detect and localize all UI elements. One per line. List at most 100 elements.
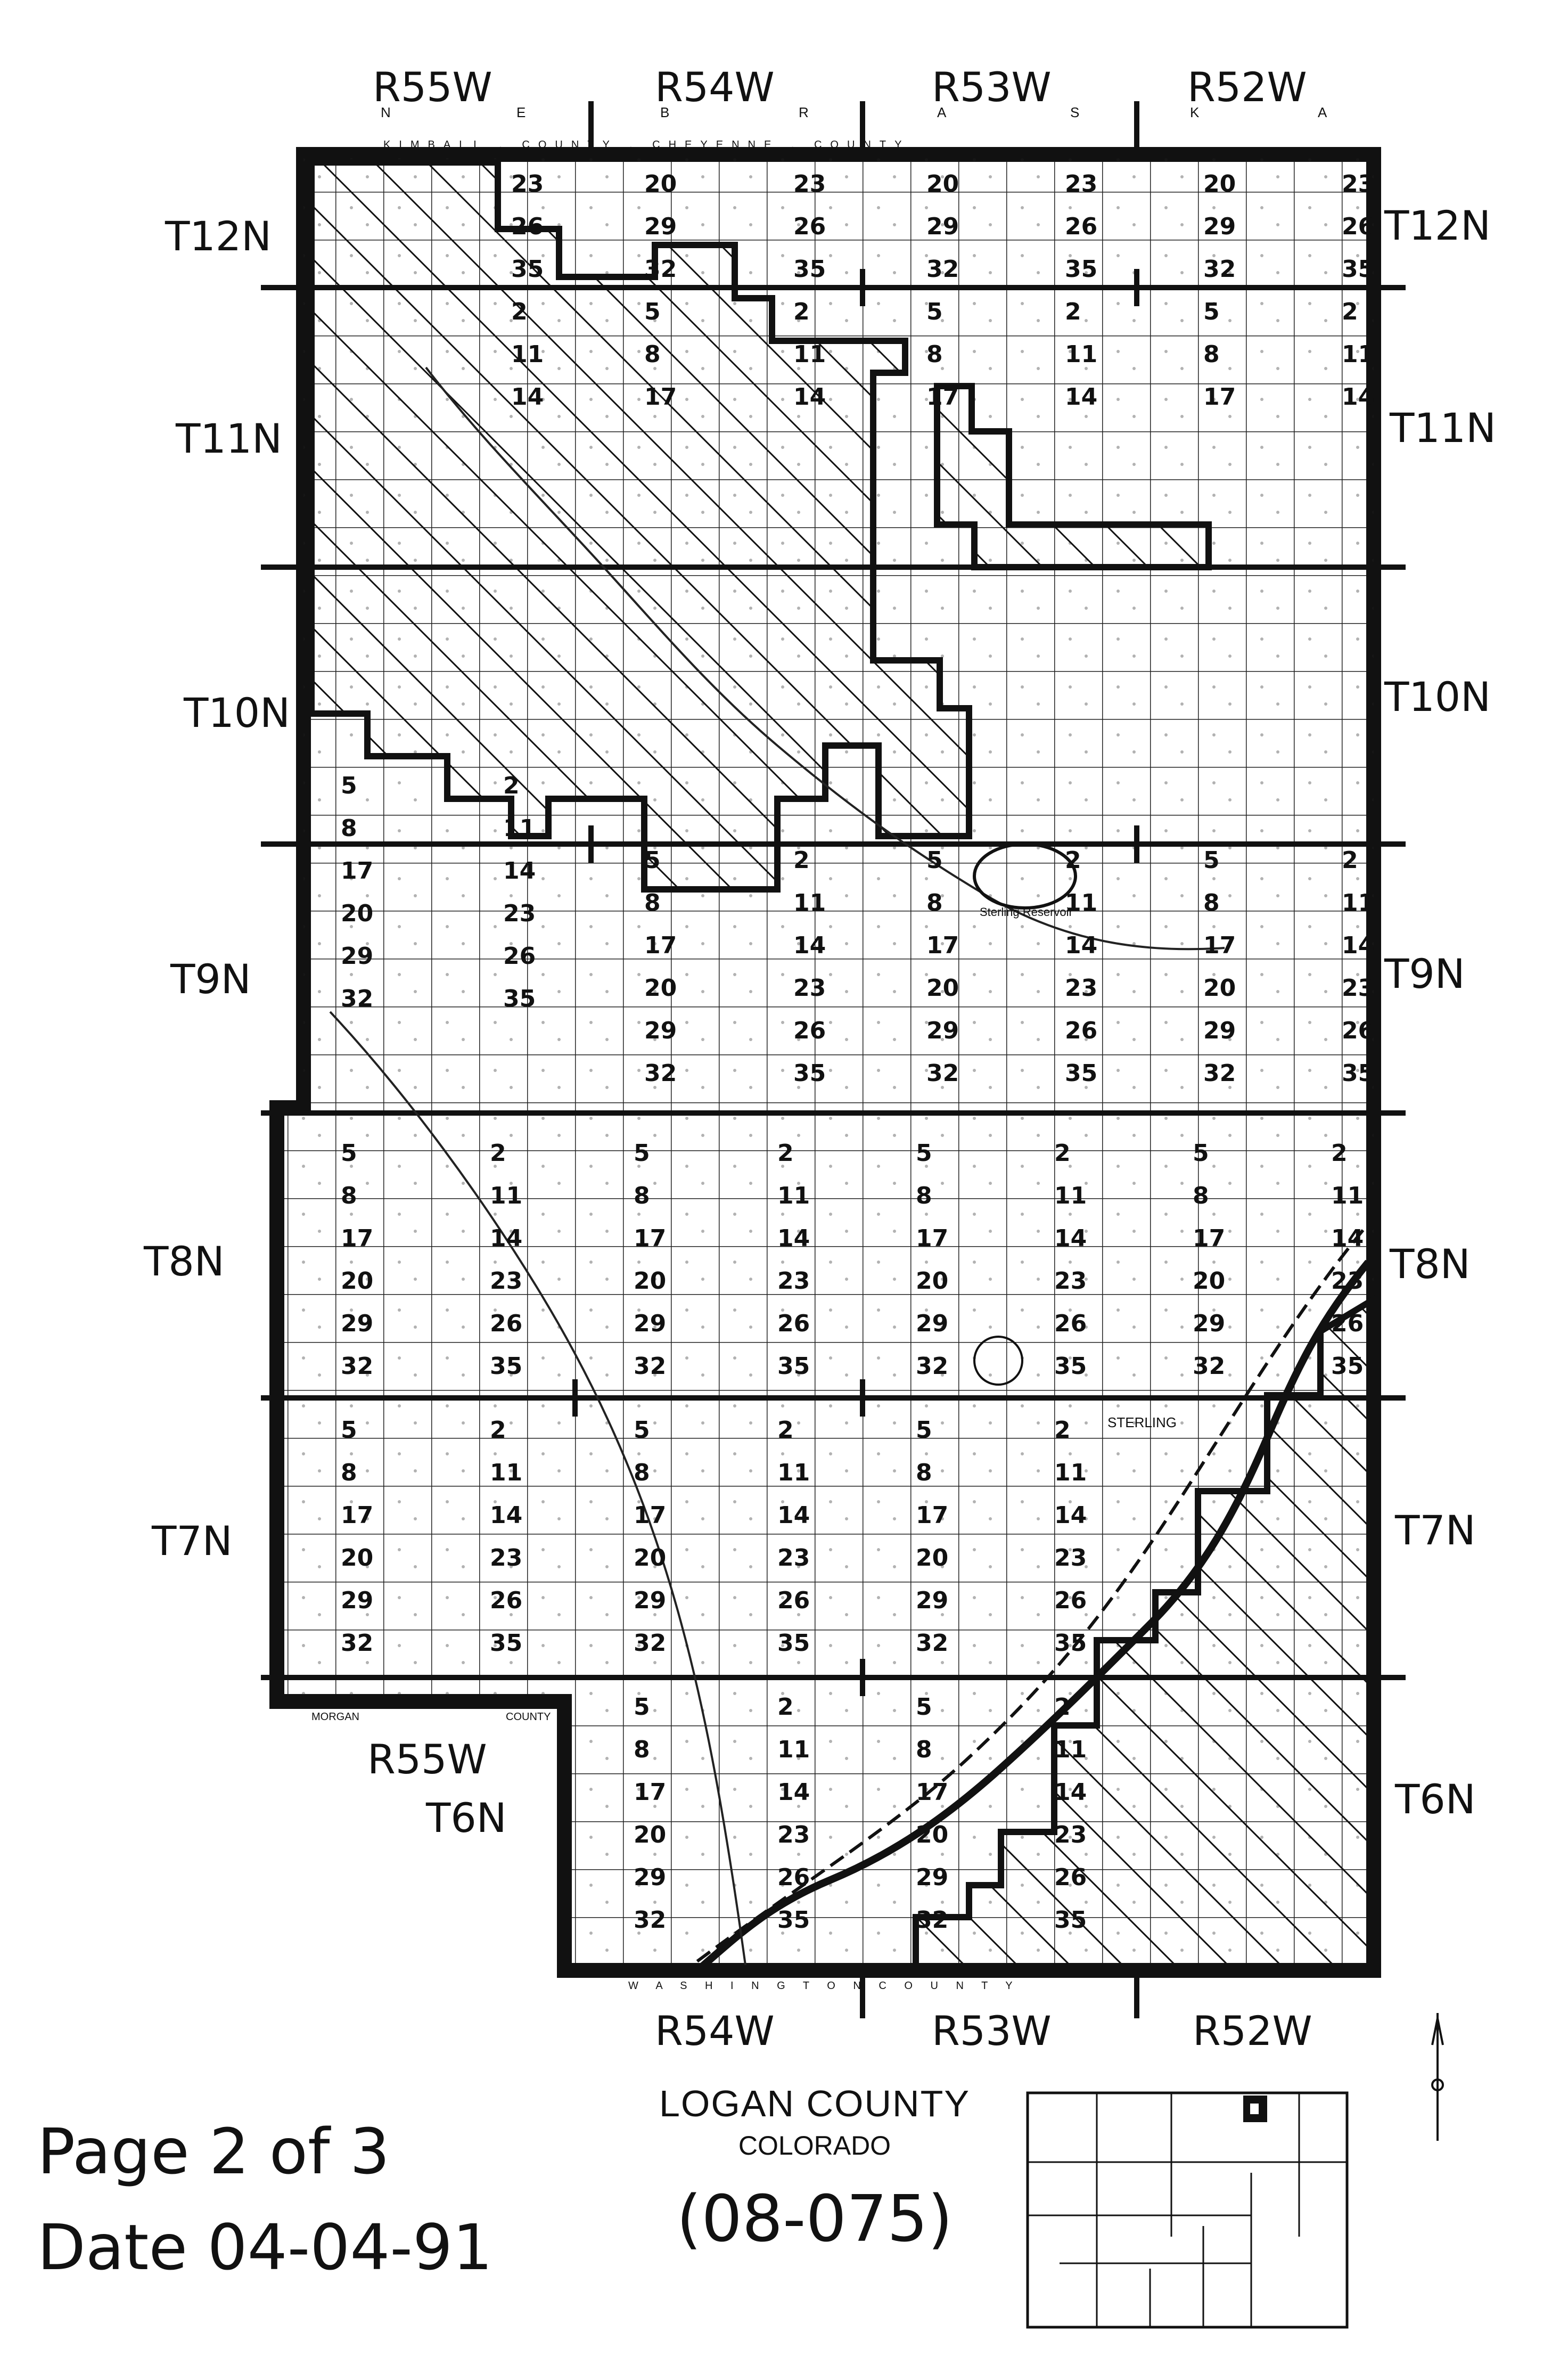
section-number: 8 xyxy=(634,1736,650,1763)
section-number: 29 xyxy=(1203,1017,1236,1044)
section-number: 14 xyxy=(490,1502,522,1529)
section-number: 2 xyxy=(490,1417,506,1444)
svg-text:R: R xyxy=(799,104,809,120)
svg-text:T11N: T11N xyxy=(175,415,282,462)
section-number: 8 xyxy=(634,1182,650,1209)
range-labels-top: R55W R54W R53W R52W xyxy=(373,63,1307,111)
section-number: 26 xyxy=(490,1587,522,1614)
svg-text:T7N: T7N xyxy=(1394,1507,1476,1554)
section-number: 11 xyxy=(1054,1182,1087,1209)
section-number: 23 xyxy=(511,170,544,198)
section-number: 20 xyxy=(634,1267,666,1295)
section-number: 32 xyxy=(341,1353,373,1380)
section-number: 2 xyxy=(793,298,810,325)
section-number: 23 xyxy=(1054,1821,1087,1848)
section-number: 29 xyxy=(644,213,677,240)
county-title-block: LOGAN COUNTY COLORADO (08-075) xyxy=(575,2082,1054,2256)
hatched-area-southeast xyxy=(913,1294,1377,1974)
section-number: 26 xyxy=(511,213,544,240)
section-number: 20 xyxy=(341,1544,373,1572)
section-number: 32 xyxy=(634,1906,666,1934)
svg-text:T9N: T9N xyxy=(1384,950,1465,997)
section-number: 35 xyxy=(777,1906,810,1934)
section-number: 8 xyxy=(341,1182,357,1209)
section-number: 5 xyxy=(916,1417,932,1444)
section-number: 26 xyxy=(1054,1587,1087,1614)
section-number: 23 xyxy=(1054,1544,1087,1572)
section-number: 14 xyxy=(1054,1779,1087,1806)
section-number: 5 xyxy=(926,847,943,874)
section-number: 17 xyxy=(916,1779,948,1806)
highway xyxy=(691,1229,1365,1967)
section-number: 26 xyxy=(777,1864,810,1891)
section-number: 2 xyxy=(777,1417,794,1444)
sterling-reservoir xyxy=(973,842,1077,910)
section-number: 23 xyxy=(490,1267,522,1295)
section-number: 11 xyxy=(793,889,826,916)
section-number: 5 xyxy=(341,1417,357,1444)
svg-text:R54W: R54W xyxy=(655,2007,775,2055)
section-number: 2 xyxy=(1342,298,1358,325)
section-number: 2 xyxy=(1342,847,1358,874)
section-number: 35 xyxy=(1054,1630,1087,1657)
section-number: 8 xyxy=(1193,1182,1209,1209)
section-number: 35 xyxy=(793,256,826,283)
section-number: 23 xyxy=(503,900,536,927)
svg-text:T11N: T11N xyxy=(1389,404,1496,452)
section-number: 32 xyxy=(916,1353,948,1380)
section-number: 11 xyxy=(777,1182,810,1209)
section-number: 35 xyxy=(490,1353,522,1380)
svg-text:R52W: R52W xyxy=(1187,63,1307,111)
section-number: 35 xyxy=(503,985,536,1012)
section-number: 17 xyxy=(644,383,677,411)
section-number: 35 xyxy=(1342,256,1374,283)
county-label: COUNTY xyxy=(506,1711,551,1723)
section-number: 17 xyxy=(926,932,959,959)
section-number: 17 xyxy=(634,1779,666,1806)
section-number: 14 xyxy=(793,932,826,959)
svg-text:T8N: T8N xyxy=(1389,1240,1471,1288)
section-number: 29 xyxy=(926,213,959,240)
section-number: 20 xyxy=(1203,170,1236,198)
section-number: 20 xyxy=(916,1821,948,1848)
section-number: 29 xyxy=(341,1310,373,1337)
section-number: 23 xyxy=(777,1544,810,1572)
section-number: 8 xyxy=(916,1182,932,1209)
kimball-cheyenne-county-label: KIMBALL . COUNTY . CHEYENNE . COUNTY xyxy=(383,139,910,151)
section-number: 14 xyxy=(777,1502,810,1529)
range-label-lower-left: R55W xyxy=(367,1736,487,1783)
colorado-inset-map xyxy=(1026,2091,1349,2329)
svg-text:A: A xyxy=(937,104,947,120)
section-number: 11 xyxy=(1331,1182,1364,1209)
section-number: 5 xyxy=(916,1140,932,1167)
section-number: 29 xyxy=(916,1587,948,1614)
section-number: 11 xyxy=(777,1736,810,1763)
section-number: 2 xyxy=(511,298,528,325)
section-number: 26 xyxy=(793,213,826,240)
svg-text:N: N xyxy=(381,104,391,120)
section-number: 29 xyxy=(1193,1310,1225,1337)
section-number: 2 xyxy=(1065,298,1081,325)
svg-text:E: E xyxy=(516,104,526,120)
section-number: 2 xyxy=(1054,1417,1071,1444)
section-number: 32 xyxy=(644,1060,677,1087)
creek-west xyxy=(329,1011,746,1966)
section-number: 26 xyxy=(1342,213,1374,240)
section-number: 11 xyxy=(1342,341,1374,368)
section-number: 8 xyxy=(926,889,943,916)
section-number: 29 xyxy=(916,1864,948,1891)
svg-text:T8N: T8N xyxy=(143,1238,225,1285)
svg-text:R53W: R53W xyxy=(932,2007,1052,2055)
page-number: Page 2 of 3 xyxy=(37,2115,390,2188)
township-labels-right: T12N T11N T10N T9N T8N T7N T6N xyxy=(1384,202,1496,1823)
svg-text:R53W: R53W xyxy=(932,63,1052,111)
section-number: 14 xyxy=(1054,1225,1087,1252)
section-number: 23 xyxy=(1342,170,1374,198)
hatched-area-t11n xyxy=(934,383,1212,570)
section-number: 26 xyxy=(503,943,536,970)
place-label-sterling: STERLING xyxy=(1107,1414,1177,1430)
section-number: 17 xyxy=(341,1225,373,1252)
section-number: 14 xyxy=(777,1225,810,1252)
svg-text:K: K xyxy=(1190,104,1200,120)
section-number: 29 xyxy=(644,1017,677,1044)
